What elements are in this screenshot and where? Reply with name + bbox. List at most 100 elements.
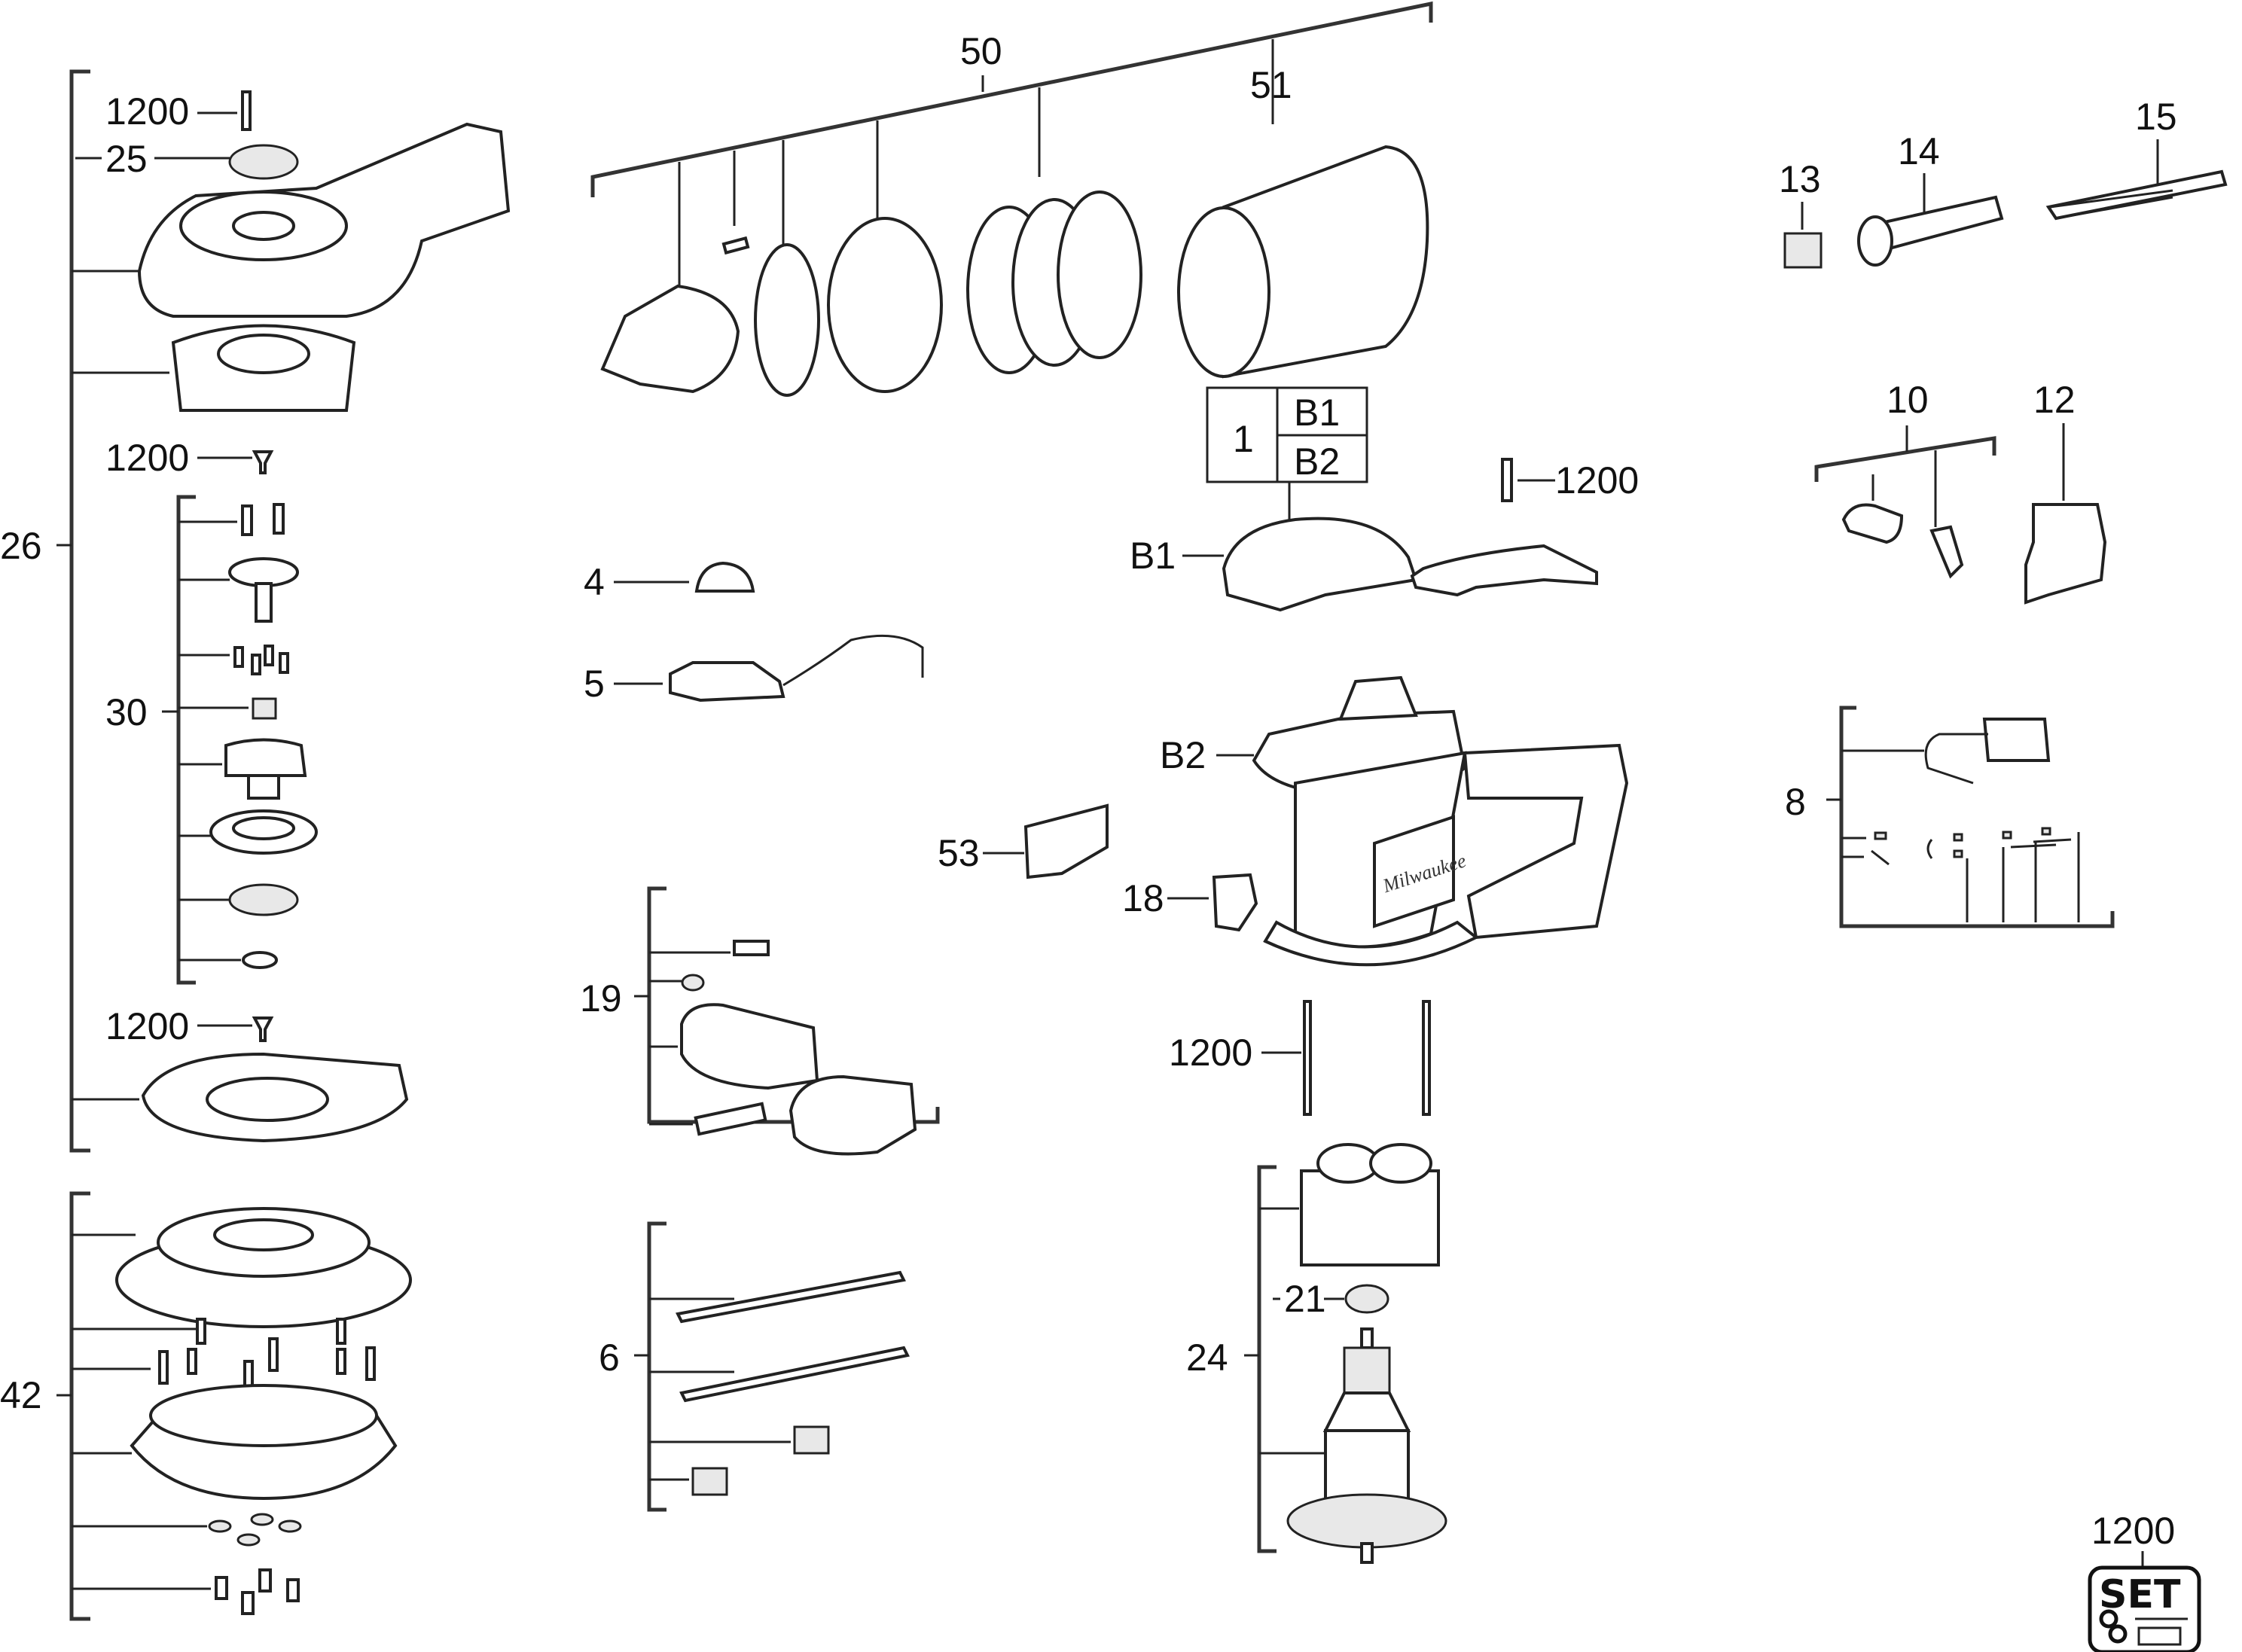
callout-4: 4 xyxy=(584,561,605,603)
screw xyxy=(1501,458,1513,502)
callout-b2-box: B2 xyxy=(1294,440,1340,483)
wire xyxy=(676,1270,906,1324)
screw xyxy=(241,90,252,131)
ring xyxy=(242,951,278,969)
housing-callout-box: 1 B1 B2 xyxy=(1206,386,1368,520)
screws xyxy=(158,1318,376,1397)
callout-53: 53 xyxy=(938,832,980,874)
field-coil xyxy=(1300,1169,1440,1266)
group-24: 24 21 xyxy=(1186,1143,1447,1564)
switch-housing xyxy=(680,1003,819,1090)
screw xyxy=(681,974,705,992)
bracket-19 xyxy=(647,886,940,1124)
switch-knob xyxy=(789,1074,917,1156)
bracket-24 xyxy=(1257,1165,1277,1553)
callout-26: 26 xyxy=(0,525,42,567)
set-label: SET xyxy=(2099,1572,2181,1617)
callout-1: 1 xyxy=(1233,418,1254,460)
callout-18: 18 xyxy=(1122,877,1164,919)
logo-plate xyxy=(1373,815,1455,928)
screw xyxy=(1303,1000,1312,1116)
cable-parts: 13 14 15 xyxy=(1779,96,2228,269)
screws xyxy=(215,1568,300,1615)
part-4: 4 xyxy=(584,561,755,603)
callout-b1: B1 xyxy=(1130,535,1176,577)
callout-24: 24 xyxy=(1186,1337,1228,1379)
callout-5: 5 xyxy=(584,663,605,705)
callout-1200: 1200 xyxy=(1169,1032,1252,1074)
bearing xyxy=(228,883,299,916)
callout-1200: 1200 xyxy=(105,90,189,133)
bearing xyxy=(228,144,299,180)
screw xyxy=(252,450,274,474)
bracket-30 xyxy=(176,495,196,985)
capacitor xyxy=(1982,718,2051,762)
group-19: 19 xyxy=(580,886,940,1156)
knob xyxy=(694,561,755,593)
dust-filter xyxy=(1222,145,1429,379)
group-26: 26 1200 25 1200 30 xyxy=(0,69,511,1153)
bracket-26 xyxy=(69,69,90,1153)
callout-6: 6 xyxy=(599,1337,620,1379)
pin xyxy=(694,1102,767,1136)
o-ring xyxy=(754,243,820,397)
carbon-brush xyxy=(793,1425,830,1455)
motor-housing-b2: B2 Milwaukee 18 xyxy=(1122,675,1629,967)
callout-b2: B2 xyxy=(1160,734,1206,776)
bearing xyxy=(1344,1284,1389,1314)
part-53: 53 xyxy=(938,803,1109,879)
handle-cover xyxy=(1410,544,1598,597)
callout-19: 19 xyxy=(580,977,622,1020)
screw xyxy=(733,940,770,956)
bracket-42 xyxy=(69,1191,90,1621)
needle-bearing xyxy=(252,697,277,720)
group-42: 42 xyxy=(0,1191,412,1621)
bracket-50 xyxy=(590,1,1433,197)
callout-8: 8 xyxy=(1785,781,1806,823)
callout-42: 42 xyxy=(0,1374,42,1416)
label-plate xyxy=(1023,803,1109,879)
washers xyxy=(208,1513,302,1547)
dust-nozzle xyxy=(600,284,740,394)
callout-25: 25 xyxy=(105,138,148,180)
switch-bracket xyxy=(669,661,785,703)
armature xyxy=(1360,1327,1374,1349)
set-badge: 1200 SET xyxy=(2088,1510,2201,1652)
callout-50: 50 xyxy=(960,30,1002,72)
group-8: 8 xyxy=(1785,706,2115,928)
rear-handle xyxy=(1463,743,1629,940)
eccentric xyxy=(228,557,299,587)
callout-1200: 1200 xyxy=(105,437,189,479)
callout-51: 51 xyxy=(1250,64,1292,106)
bracket-6 xyxy=(647,1221,666,1512)
group-6: 6 xyxy=(599,1221,910,1512)
small-parts xyxy=(1871,827,2080,922)
switch-slider xyxy=(1841,503,1904,544)
housing-cover-b1: B1 1200 xyxy=(1130,458,1639,612)
top-cover xyxy=(1222,517,1418,612)
wire xyxy=(679,1346,910,1403)
tool-icon xyxy=(2099,1609,2118,1629)
bracket-10 xyxy=(1814,436,1996,482)
screw xyxy=(1422,1000,1431,1116)
group-50: 50 51 xyxy=(590,1,1433,397)
group-10: 10 12 xyxy=(1814,379,2107,605)
callout-15: 15 xyxy=(2135,96,2177,138)
screws xyxy=(233,645,289,675)
callout-1200: 1200 xyxy=(2091,1510,2175,1552)
screw xyxy=(241,504,253,536)
callout-21: 21 xyxy=(1284,1278,1326,1320)
screw xyxy=(273,503,285,535)
spring xyxy=(966,190,1142,374)
callout-10: 10 xyxy=(1887,379,1929,421)
long-screws: 1200 xyxy=(1169,1000,1431,1116)
callout-14: 14 xyxy=(1898,130,1940,172)
callout-1200: 1200 xyxy=(1555,459,1639,501)
callout-13: 13 xyxy=(1779,158,1821,200)
callout-30: 30 xyxy=(105,691,148,733)
callout-1200: 1200 xyxy=(105,1005,189,1047)
callout-12: 12 xyxy=(2033,379,2076,421)
spring-clip xyxy=(1929,525,1964,579)
carbon-brush xyxy=(691,1467,728,1496)
